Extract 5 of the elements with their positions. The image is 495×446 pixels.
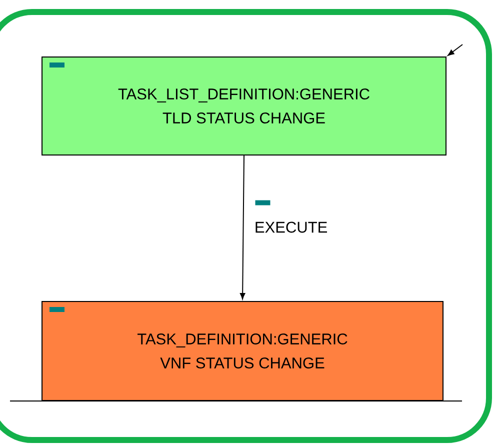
edge-label: EXECUTE [256, 222, 327, 233]
definition-box: TASK_DEFINITION:GENERIC VNF STATUS CHANGE [42, 301, 444, 401]
arrow [448, 44, 463, 56]
definition-box: TASK_LIST_DEFINITION:GENERIC TLD STATUS CHANGE [42, 56, 446, 156]
arrow [240, 155, 246, 300]
